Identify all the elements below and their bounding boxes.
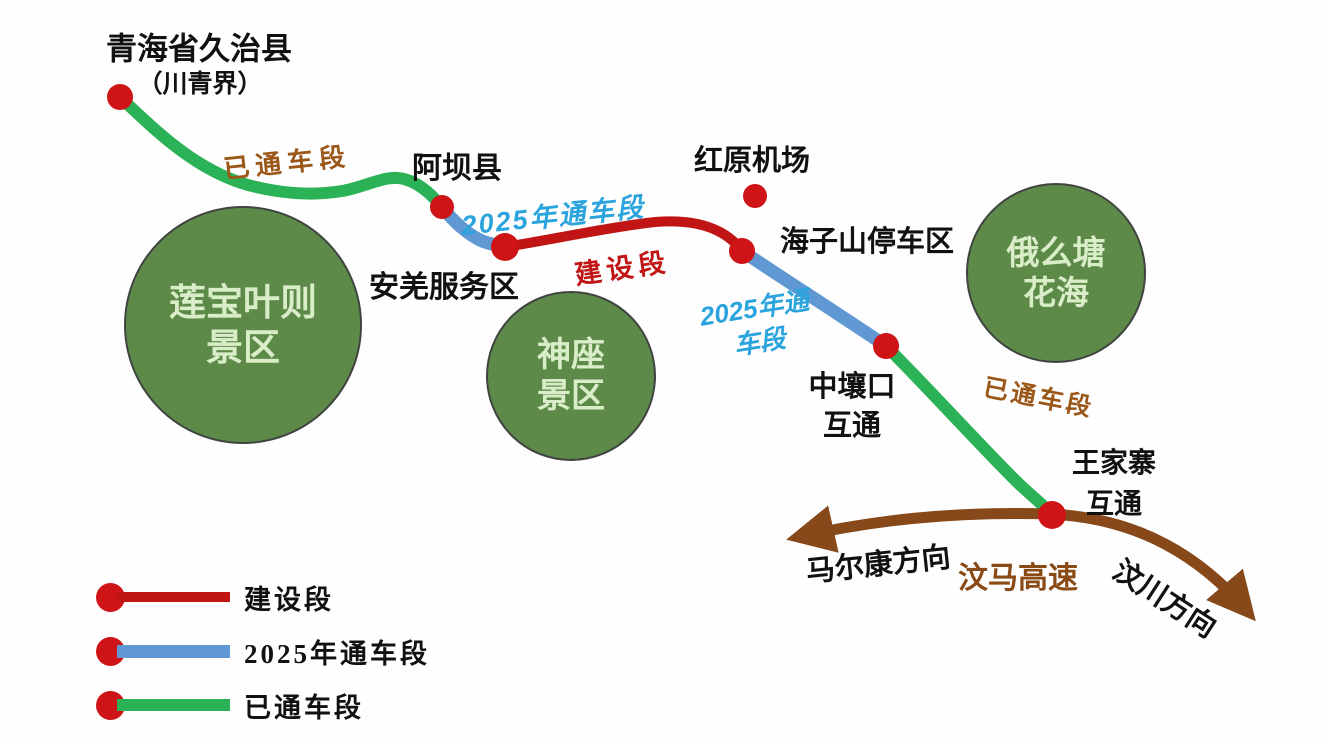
scenic-name: 莲宝叶则 <box>169 281 317 323</box>
node-haizishan <box>729 238 755 264</box>
legend-item-2025: 2025年通车段 <box>96 624 430 678</box>
legend-label: 建设段 <box>244 584 334 615</box>
label-abaxian: 阿坝县 <box>412 152 502 185</box>
label-line: 王家寨 <box>1071 448 1157 479</box>
legend-line-construction <box>117 592 230 602</box>
scenic-name-suffix: 花海 <box>1023 274 1089 311</box>
label-hongyuan-airport: 红原机场 <box>693 145 811 177</box>
node-hongyuan-airport <box>743 184 767 208</box>
segment-open-west <box>114 91 448 213</box>
label-wangjiazhai-interchange: 王家寨 互通 <box>1072 443 1156 525</box>
scenic-name-suffix: 景区 <box>206 327 280 368</box>
label-line: 互通 <box>822 410 882 442</box>
label-anqiang-service-area: 安羌服务区 <box>369 271 519 304</box>
label-zhongrangkou-interchange: 中壤口 互通 <box>808 368 895 446</box>
legend-item-construction: 建设段 <box>96 570 430 624</box>
label-line: 中壤口 <box>808 371 896 403</box>
node-wangjiazhai <box>1038 501 1066 529</box>
map-title: 青海省久治县 <box>106 31 292 67</box>
label-wenma-highway: 汶马高速 <box>958 562 1078 595</box>
map-subtitle: （川青界） <box>137 71 263 98</box>
scenic-area-shenzuo: 神座 景区 <box>486 291 656 461</box>
legend-label: 已通车段 <box>244 692 364 723</box>
scenic-area-emotang: 俄么塘 花海 <box>966 183 1146 363</box>
legend-line-opened <box>117 699 230 711</box>
label-line: 互通 <box>1085 489 1143 520</box>
node-zhongrangkou <box>873 333 899 359</box>
node-abaxian <box>430 195 454 219</box>
scenic-name: 神座 <box>537 335 605 374</box>
segment-2025-east <box>735 244 893 353</box>
legend-label: 2025年通车段 <box>244 638 430 669</box>
legend: 建设段 2025年通车段 已通车段 <box>96 570 430 732</box>
scenic-name: 俄么塘 <box>1006 233 1106 271</box>
node-anqiang <box>491 233 519 261</box>
legend-item-opened: 已通车段 <box>96 678 430 732</box>
legend-line-2025 <box>117 644 230 658</box>
scenic-area-lianbaoyeze: 莲宝叶则 景区 <box>124 206 362 444</box>
label-haizishan-parking: 海子山停车区 <box>779 226 955 258</box>
scenic-name-suffix: 景区 <box>537 377 605 415</box>
segment-open-east <box>880 340 1058 521</box>
segment-construction <box>500 216 747 256</box>
node-jiuzhi <box>107 84 133 110</box>
